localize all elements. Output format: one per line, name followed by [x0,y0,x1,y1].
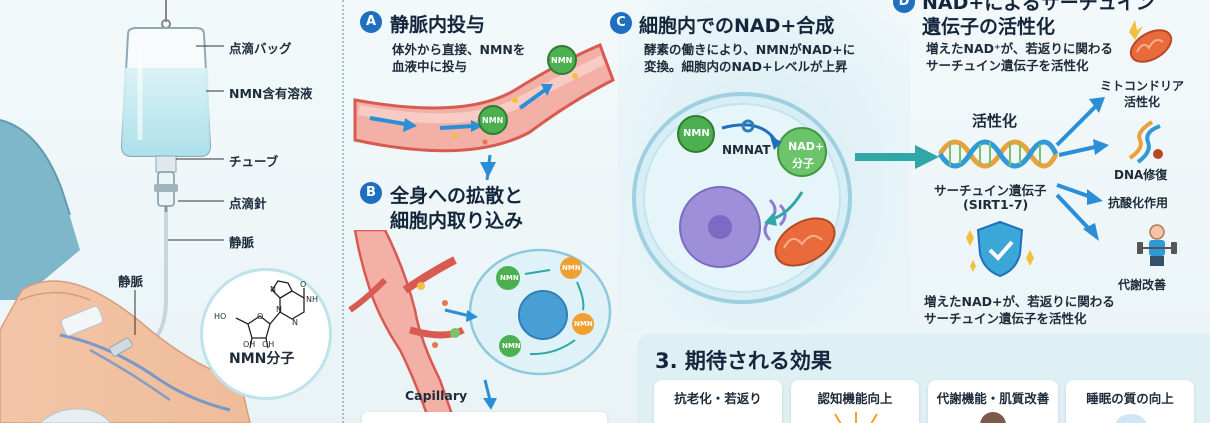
dna-helix-icon [938,139,1058,169]
dna-repair-icon [1128,120,1163,164]
effect-mitochondria-2: 活性化 [1124,95,1161,109]
section-d-title-1: NAD+によるサーチュイン [922,0,1155,14]
effect-antioxidant: 抗酸化作用 [1108,196,1169,210]
label-vein-arm: 静脈 [118,274,144,289]
section-b-bottom-card [362,412,607,423]
effect-arrows [1055,97,1109,241]
nmn-structure-diagram [235,280,305,349]
effect-card-metabolism-skin-label: 代謝機能・肌質改善 [936,391,1050,406]
effect-dna: DNA修復 [1114,168,1168,182]
effect-metabolism: 代謝改善 [1118,278,1167,292]
atom-nh: NH [306,295,318,304]
effect-card-anti-aging: 抗老化・若返り [654,380,782,423]
nmn-token-b4: NMN [502,342,521,350]
nmnat-label: NMNAT [722,143,771,157]
effect-card-cognition: 認知機能向上 [791,380,919,423]
section-divider [342,0,344,423]
sparkle-icon [834,412,878,423]
effect-card-cognition-label: 認知機能向上 [817,391,893,406]
section-a-desc-1: 体外から直接、NMNを [392,42,526,57]
effect-mitochondria-1: ミトコンドリア [1100,79,1185,93]
expected-effects-title: 3. 期待される効果 [655,349,832,373]
nmn-token-a1: NMN [482,116,504,125]
effect-card-anti-aging-label: 抗老化・若返り [674,391,762,406]
nmn-particle-a1 [478,105,508,135]
arrow-c-to-d [855,145,939,169]
blood-vessel-illustration [353,43,615,180]
atom-n-2: N [270,285,276,294]
badge-c: C [610,12,632,34]
atom-ho: HO [214,312,227,321]
shield-icon [966,220,1034,278]
iv-drip-illustration [0,0,251,423]
nmn-label-c: NMN [683,128,710,139]
badge-d: D [893,0,915,13]
face-icon [980,412,1006,423]
nmn-token-a2: NMN [551,56,573,65]
sirtuin-label-1: サーチュイン遺伝子 [934,183,1047,198]
section-b-title-1: 全身への拡散と [390,185,524,207]
atom-n-1: N [276,305,282,314]
atom-o-top: O [300,280,307,289]
nmn-token-b2: NMN [562,264,581,272]
sirtuin-label-2: (SIRT1-7) [963,197,1029,212]
vein-lines [59,333,231,412]
effect-card-sleep: 睡眠の質の向上 [1066,380,1194,423]
nad-label-1: NAD+ [788,140,825,153]
atom-oh-1: OH [243,340,256,349]
section-c-desc-2: 変換。細胞内のNAD+レベルが上昇 [644,59,848,74]
mitochondria-icon [1129,20,1173,63]
activation-label: 活性化 [972,112,1018,130]
nad-molecule [777,127,827,177]
nmn-molecule-label: NMN分子 [229,351,295,367]
section-d-desc-1: 増えたNAD⁺が、若返りに関わる [926,41,1113,56]
gear-icon [741,119,755,133]
section-a-desc-2: 血液中に投与 [392,59,468,74]
section-b-title-2: 細胞内取り込み [390,210,524,232]
nmn-particle-a2 [547,45,577,75]
cloud-icon [1116,414,1146,423]
section-d-title-2: 遺伝子の活性化 [922,16,1056,38]
nad-label-2: 分子 [792,157,814,170]
section-c-desc-1: 酵素の働きにより、NMNがNAD+に [644,42,856,57]
effect-card-metabolism-skin: 代謝機能・肌質改善 [928,380,1058,423]
label-needle: 点滴針 [229,196,267,211]
section-d-bottom-1: 増えたNAD+が、若返りに関わる [924,294,1115,309]
section-d-bottom-2: サーチュイン遺伝子を活性化 [924,311,1087,326]
label-nmn-solution: NMN含有溶液 [229,86,313,101]
nmn-molecule-c [677,115,715,153]
nmn-token-b1: NMN [500,274,519,282]
atom-o-ring: O [257,312,264,321]
effect-card-sleep-label: 睡眠の質の向上 [1086,391,1174,406]
cell-nad-synthesis-illustration [632,92,852,304]
label-iv-bag: 点滴バッグ [229,41,292,56]
capillary-label: Capillary [405,388,468,403]
nmn-molecule-callout [200,268,332,400]
section-a-title: 静脈内投与 [390,14,486,36]
section-d-desc-2: サーチュイン遺伝子を活性化 [926,58,1089,73]
capillary-cell-illustration [348,230,612,423]
section-c-title: 細胞内でのNAD+合成 [639,15,835,37]
badge-a: A [360,11,382,33]
fitness-icon [1137,224,1177,266]
label-tube: チューブ [229,154,279,169]
nmn-token-b3: NMN [574,320,593,328]
atom-n-3: N [292,318,298,327]
badge-b: B [360,182,382,204]
arrow-down-a [480,162,496,178]
atom-oh-2: OH [262,340,275,349]
label-vein: 静脈 [229,235,255,250]
